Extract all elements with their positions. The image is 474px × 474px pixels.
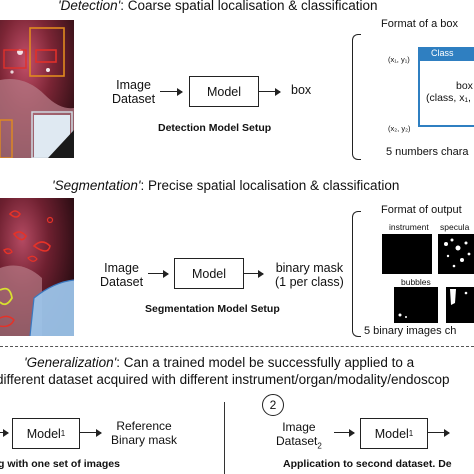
detection-arrow-in <box>160 86 183 98</box>
detection-input-line2: Dataset <box>112 92 156 106</box>
generalization-left-caption: g with one set of images <box>0 458 120 470</box>
detection-input-line1: Image <box>116 78 151 92</box>
segmentation-format-title: Format of output <box>381 204 462 216</box>
detection-coord-bottom: (x₂, y₂) <box>388 124 411 133</box>
generalization-right-caption: Application to second dataset. De <box>283 458 452 470</box>
segmentation-input-line2: Dataset <box>100 275 144 289</box>
segmentation-model-label: Model <box>191 266 227 281</box>
generalization-right-input-text: Dataset <box>276 434 318 448</box>
detection-heading: 'Detection': Coarse spatial localisation… <box>58 0 378 13</box>
detection-format-title: Format of a box <box>381 18 459 30</box>
detection-heading-task: 'Detection' <box>58 0 121 13</box>
segmentation-heading-task: 'Segmentation' <box>52 178 141 193</box>
detection-format-footer: 5 numbers chara <box>386 146 469 158</box>
segmentation-output-line1: binary mask <box>275 261 344 275</box>
specular-mask <box>438 234 474 274</box>
generalization-right-input: Image Dataset2 <box>276 420 322 453</box>
segmentation-model-box: Model <box>174 258 244 289</box>
generalization-left-output-line1: Reference <box>116 419 172 433</box>
detection-box-line2: (class, x₁, <box>426 92 471 104</box>
generalization-left-arrow-out <box>79 427 102 439</box>
extra-class-mask <box>446 287 474 323</box>
detection-arrow-out <box>258 86 281 98</box>
detection-model-box: Model <box>189 76 259 107</box>
generalization-heading-line1: 'Generalization': Can a trained model be… <box>24 355 414 370</box>
detection-coord-top: (x₁, y₁) <box>388 55 410 64</box>
detection-model-label: Model <box>206 84 242 99</box>
segmentation-output-line2: (1 per class) <box>275 275 344 289</box>
segmentation-label-bubbles: bubbles <box>401 277 431 287</box>
generalization-left-output: Reference Binary mask <box>111 419 177 447</box>
segmentation-output-label: binary mask (1 per class) <box>275 261 344 289</box>
generalization-right-model-sub: 1 <box>408 429 414 438</box>
generalization-heading-rest: : Can a trained model be successfully ap… <box>116 355 415 370</box>
detection-class-tag-label: Class <box>431 48 454 58</box>
generalization-left-arrow-in <box>0 427 9 439</box>
bubbles-mask <box>394 287 438 323</box>
generalization-right-arrow-out <box>427 427 450 439</box>
generalization-right-input-sub: 2 <box>317 441 322 451</box>
step-number-circle: 2 <box>262 394 284 416</box>
detection-box-diagram <box>418 59 474 127</box>
segmentation-input-label: Image Dataset <box>100 261 143 289</box>
segmentation-arrow-in <box>148 268 169 280</box>
generalization-right-arrow-in <box>334 427 355 439</box>
detection-caption: Detection Model Setup <box>158 122 272 134</box>
segmentation-format-footer: 5 binary images ch <box>364 325 457 337</box>
segmentation-arrow-out <box>243 268 264 280</box>
segmentation-heading-rest: : Precise spatial localisation & classif… <box>140 178 400 193</box>
generalization-heading-task: 'Generalization' <box>24 355 117 370</box>
detection-class-tag: Class <box>418 47 474 59</box>
segmentation-label-specular: specula <box>440 222 470 232</box>
detection-box-label: box (class, x₁, <box>426 80 473 104</box>
segmentation-caption: Segmentation Model Setup <box>145 303 280 315</box>
detection-output-label: box <box>291 83 312 97</box>
generalization-left-model-label: Model <box>26 426 61 441</box>
generalization-heading-line2: different dataset acquired with differen… <box>0 372 450 387</box>
step-number-label: 2 <box>269 398 277 412</box>
generalization-right-model-label: Model <box>374 426 409 441</box>
segmentation-heading: 'Segmentation': Precise spatial localisa… <box>52 178 399 193</box>
detection-format-brace <box>352 34 361 160</box>
segmentation-input-line1: Image <box>104 261 139 275</box>
detection-heading-rest: : Coarse spatial localisation & classifi… <box>120 0 378 13</box>
segmentation-format-brace <box>352 211 361 337</box>
generalization-left-output-line2: Binary mask <box>111 433 178 447</box>
segmentation-label-instrument: instrument <box>389 222 429 232</box>
generalization-left-model-sub: 1 <box>60 429 66 438</box>
detection-endoscopy-image <box>0 20 74 158</box>
generalization-right-input-line2: Dataset2 <box>276 434 322 453</box>
generalization-right-input-line1: Image <box>282 420 316 434</box>
segmentation-endoscopy-image <box>0 198 74 336</box>
detection-box-line1: box <box>456 80 473 92</box>
generalization-vertical-divider <box>224 402 226 474</box>
section-divider <box>0 346 474 348</box>
instrument-mask <box>382 234 432 274</box>
detection-input-label: Image Dataset <box>112 78 155 106</box>
